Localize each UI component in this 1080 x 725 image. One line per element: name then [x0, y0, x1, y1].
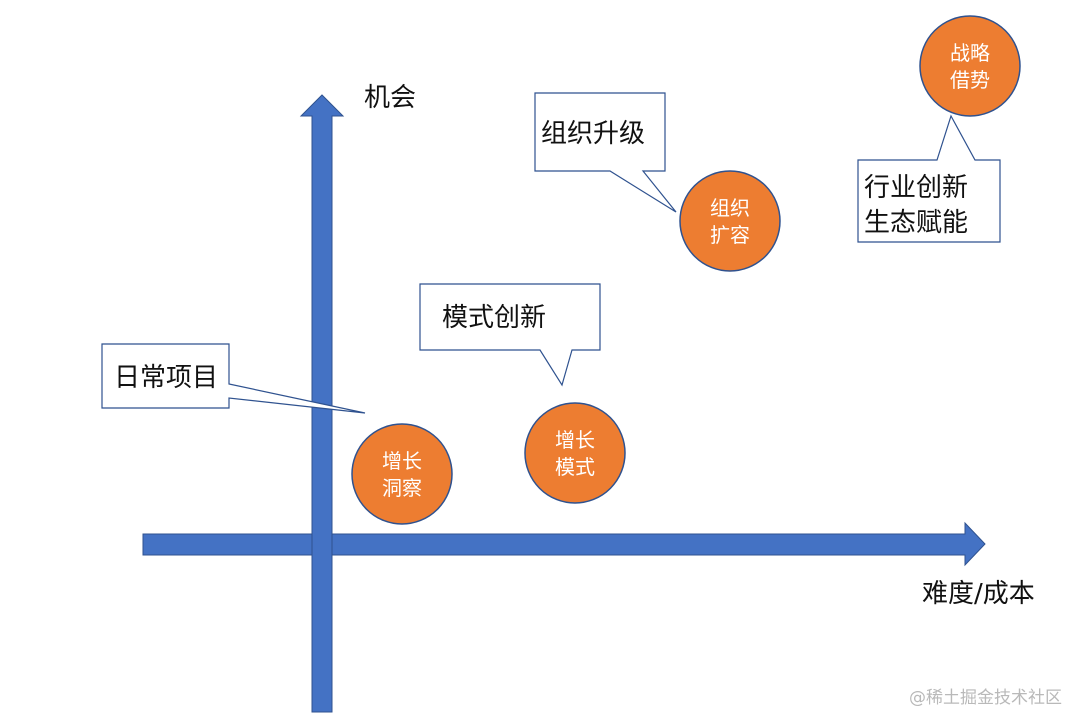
callout-industry-innovation: 行业创新 生态赋能: [857, 114, 1001, 243]
node-org-expansion-circle: [679, 170, 781, 272]
node-growth-model: 增长 模式: [524, 402, 626, 504]
node-org-expansion-line1: 组织: [710, 196, 750, 220]
node-growth-model-line2: 模式: [555, 455, 595, 479]
node-strategic-leverage-line2: 借势: [950, 68, 990, 92]
callout-industry-innovation-shape: [857, 114, 1001, 243]
node-growth-model-circle: [524, 402, 626, 504]
node-growth-model-line1: 增长: [555, 428, 595, 452]
x-axis-label: 难度/成本: [922, 579, 1035, 609]
callout-industry-innovation-line1: 行业创新: [864, 173, 968, 203]
node-strategic-leverage-circle: [919, 15, 1021, 117]
node-strategic-leverage: 战略 借势: [919, 15, 1021, 117]
callout-industry-innovation-line2: 生态赋能: [864, 208, 968, 238]
node-growth-insight-line2: 洞察: [382, 476, 422, 500]
callout-org-upgrade: 组织升级: [534, 92, 677, 213]
watermark: @稀土掘金技术社区: [909, 688, 1062, 708]
node-growth-insight-circle: [351, 423, 453, 525]
x-axis-arrow: [142, 521, 986, 567]
callout-daily-projects-shape: [101, 343, 366, 414]
callout-model-innovation-shape: [419, 283, 601, 387]
callout-daily-projects-label: 日常项目: [114, 363, 218, 393]
node-org-expansion: 组织 扩容: [679, 170, 781, 272]
node-growth-insight: 增长 洞察: [351, 423, 453, 525]
callout-model-innovation: 模式创新: [419, 283, 601, 387]
callout-org-upgrade-shape: [534, 92, 677, 213]
node-strategic-leverage-line1: 战略: [950, 41, 990, 65]
callout-org-upgrade-label: 组织升级: [541, 119, 645, 149]
callout-daily-projects: 日常项目: [101, 343, 366, 414]
node-org-expansion-line2: 扩容: [710, 223, 750, 247]
node-growth-insight-line1: 增长: [382, 449, 422, 473]
y-axis-label: 机会: [364, 83, 416, 113]
callout-model-innovation-label: 模式创新: [442, 303, 546, 333]
